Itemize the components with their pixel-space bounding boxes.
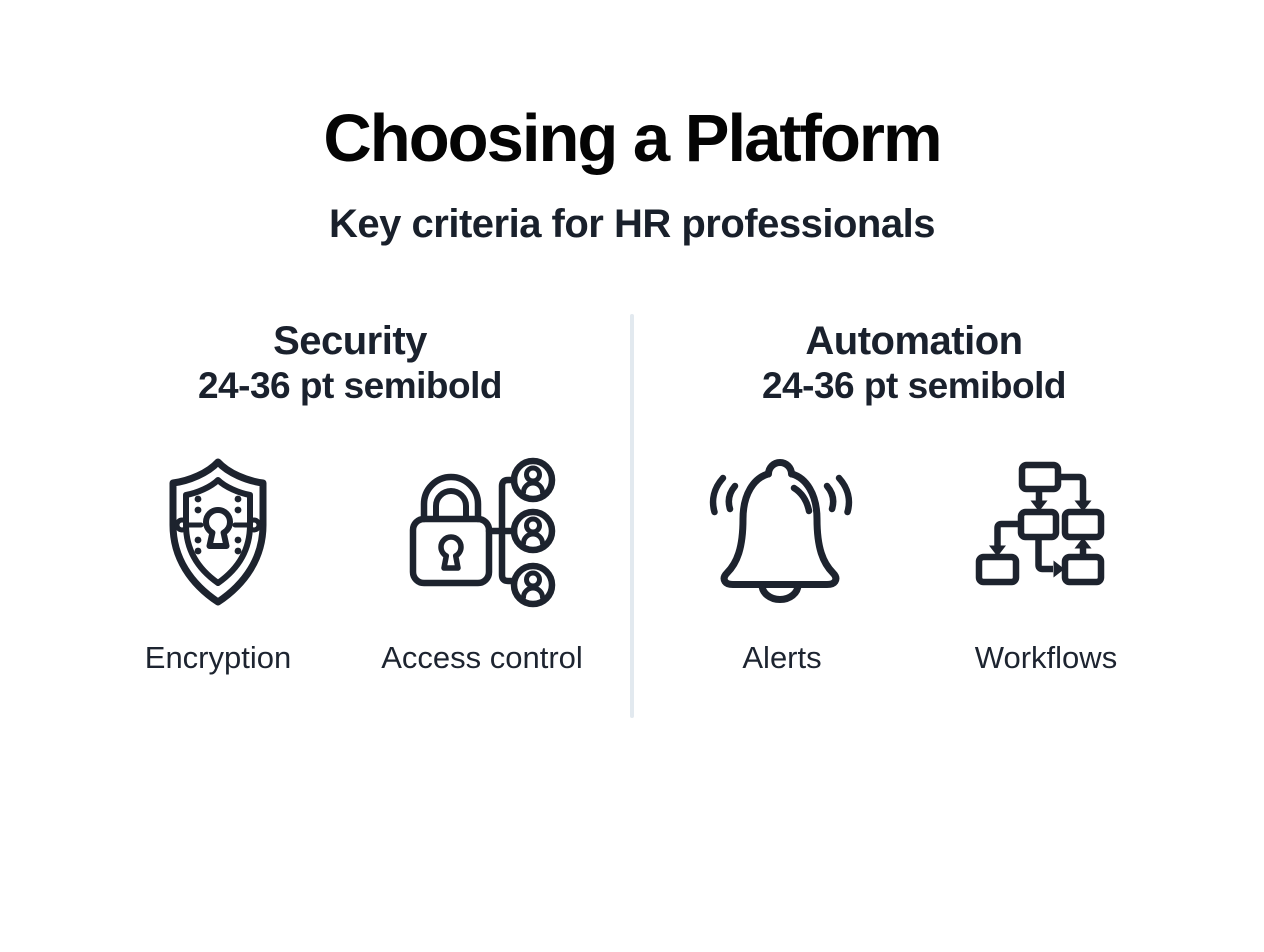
bell-icon <box>702 453 862 613</box>
shield-keyhole-icon <box>138 453 298 613</box>
item-encryption: Encryption <box>92 453 344 675</box>
item-label-workflows: Workflows <box>974 640 1118 676</box>
page-subtitle: Key criteria for HR professionals <box>329 202 935 247</box>
lock-users-icon <box>402 453 562 613</box>
column-security: Security 24-36 pt semibold <box>70 320 630 675</box>
column-security-note: 24-36 pt semibold <box>197 365 503 407</box>
column-automation-title: Automation <box>805 319 1023 364</box>
item-access-control: Access control <box>356 453 608 675</box>
criteria-columns: Security 24-36 pt semibold <box>0 314 1264 719</box>
column-automation-note: 24-36 pt semibold <box>761 365 1067 407</box>
security-items: Encryption <box>70 453 630 675</box>
flowchart-icon <box>966 453 1126 613</box>
column-divider <box>630 314 634 719</box>
automation-items: Alerts <box>634 453 1194 675</box>
column-security-title: Security <box>273 319 427 364</box>
page-title: Choosing a Platform <box>323 101 942 176</box>
item-label-encryption: Encryption <box>144 640 292 676</box>
item-label-alerts: Alerts <box>742 640 822 676</box>
item-workflows: Workflows <box>920 453 1172 675</box>
infographic-page: Choosing a Platform Key criteria for HR … <box>0 101 1264 952</box>
item-label-access-control: Access control <box>381 640 583 676</box>
column-automation: Automation 24-36 pt semibold <box>634 320 1194 675</box>
item-alerts: Alerts <box>656 453 908 675</box>
